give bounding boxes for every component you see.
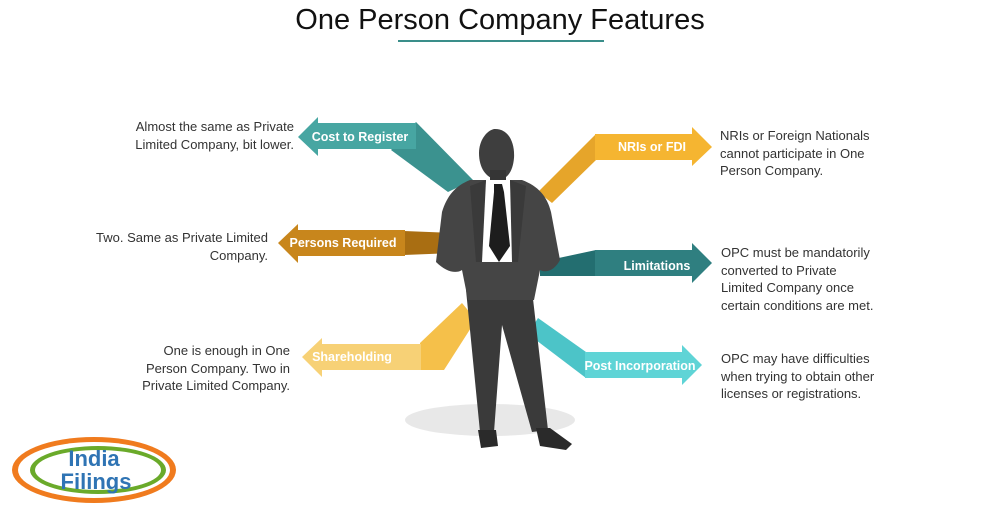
arrow-label-persons-required: Persons Required [290, 236, 397, 250]
arrow-label-nris-or-fdi: NRIs or FDI [618, 140, 686, 154]
title-underline [398, 40, 604, 42]
description-persons-required: Two. Same as Private Limited Company. [96, 230, 268, 263]
arrow-shareholding: Shareholding [302, 303, 476, 377]
arrow-label-post-incorporation: Post Incorporation [584, 359, 695, 373]
arrow-limitations: Limitations [540, 243, 712, 283]
description-post-incorporation: OPC may have difficulties when trying to… [721, 351, 875, 401]
description-cost-to-register: Almost the same as Private Limited Compa… [135, 119, 294, 152]
logo-text-india: India [68, 446, 120, 471]
arrow-label-cost-to-register: Cost to Register [312, 130, 409, 144]
logo-text-filings: Filings [61, 469, 132, 494]
arrow-label-shareholding: Shareholding [312, 350, 392, 364]
arrow-label-limitations: Limitations [624, 259, 691, 273]
arrow-persons-required: Persons Required [278, 224, 454, 263]
page-title: One Person Company Features [295, 4, 705, 36]
arrow-cost-to-register: Cost to Register [298, 117, 473, 192]
businessman-figure [436, 128, 572, 450]
arrow-nris-or-fdi: NRIs or FDI [538, 127, 712, 203]
description-shareholding: One is enough in One Person Company. Two… [142, 343, 290, 393]
arrow-post-incorporation: Post Incorporation [528, 318, 702, 385]
description-nris-or-fdi: NRIs or Foreign Nationals cannot partici… [720, 128, 870, 178]
india-filings-logo: India Filings [12, 437, 176, 503]
description-limitations: OPC must be mandatorily converted to Pri… [721, 245, 874, 313]
